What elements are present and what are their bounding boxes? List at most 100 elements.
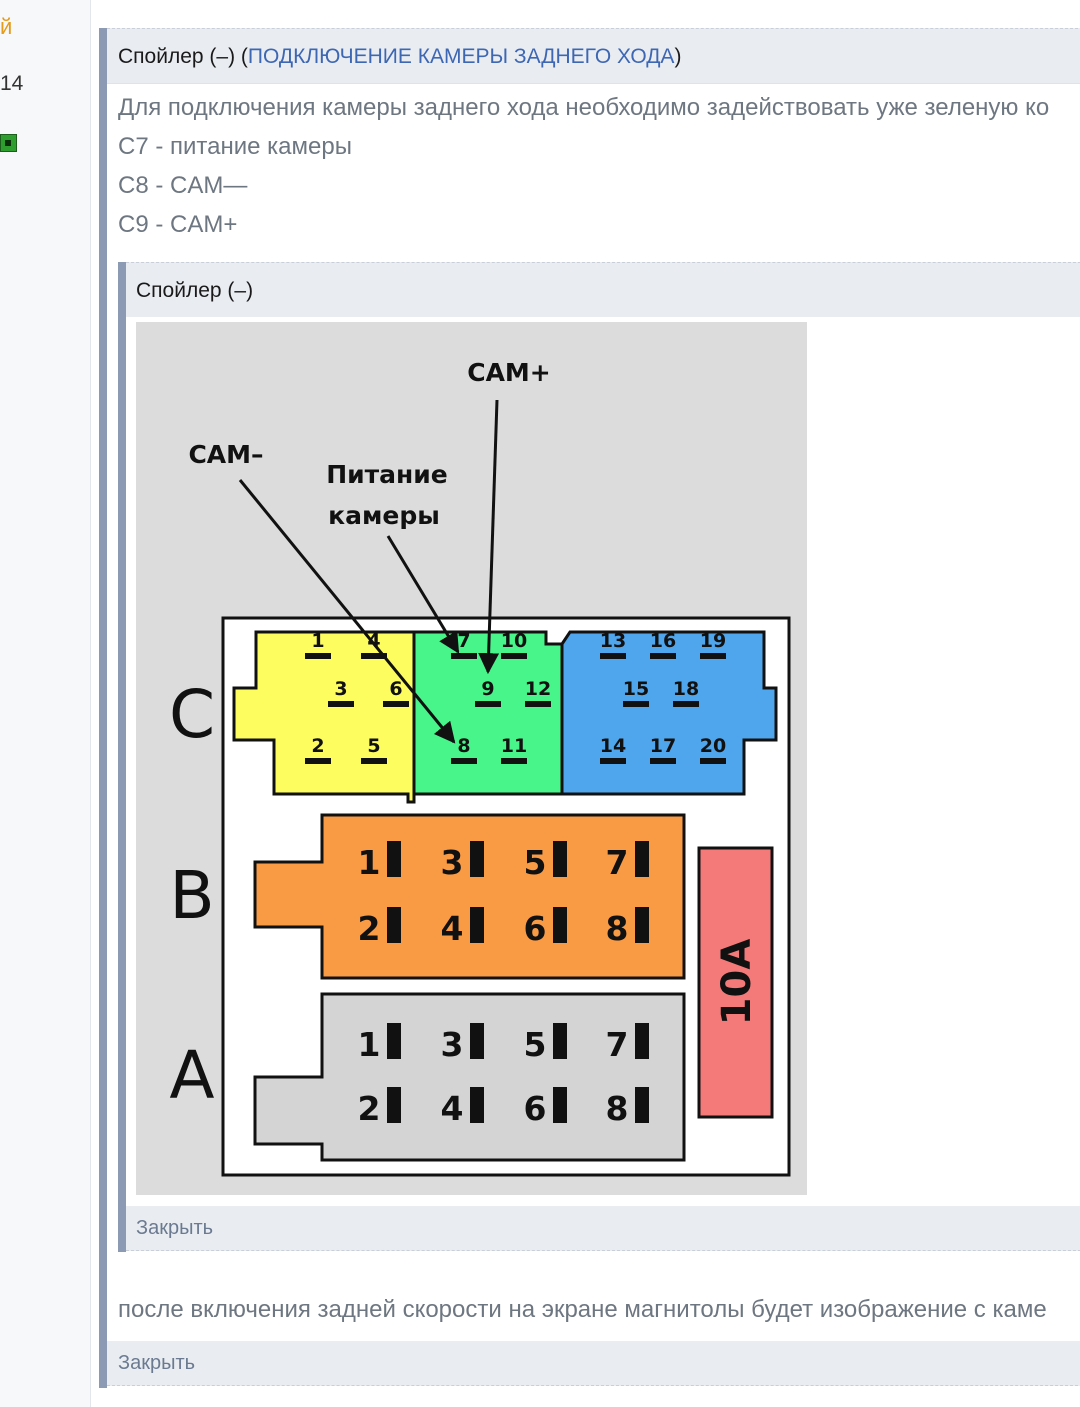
row-letter-b: B xyxy=(169,857,214,934)
a-pin-contact xyxy=(635,1087,649,1123)
c-pin-contact xyxy=(305,758,331,764)
c-pin-contact xyxy=(305,653,331,659)
c-pin-label: 18 xyxy=(673,678,699,700)
a-pin-label: 1 xyxy=(358,1025,381,1064)
sidebar-badge-icon xyxy=(0,134,17,152)
spoiler-text-line-1: Для подключения камеры заднего хода необ… xyxy=(118,94,1050,121)
c-pin-contact xyxy=(700,653,726,659)
label-cam-plus: CAM+ xyxy=(467,358,551,387)
spoiler-footer[interactable]: Закрыть xyxy=(107,1341,1080,1386)
spoiler-title-link[interactable]: ПОДКЛЮЧЕНИЕ КАМЕРЫ ЗАДНЕГО ХОДА xyxy=(247,45,675,68)
spoiler-header-prefix: Спойлер (–) ( xyxy=(118,45,248,68)
b-pin-contact xyxy=(470,841,484,877)
b-pin-contact xyxy=(635,841,649,877)
b-pin-contact xyxy=(387,907,401,943)
label-cam-minus: CAM– xyxy=(188,440,263,469)
c-pin-contact xyxy=(475,701,501,707)
b-pins-group: 1 3 5 7 2 4 6 8 xyxy=(358,841,649,948)
b-pin-contact xyxy=(470,907,484,943)
c-pin-contact xyxy=(501,758,527,764)
fuse-label: 10A xyxy=(714,939,760,1026)
c-pin-label: 20 xyxy=(700,735,726,757)
c-pin-contact xyxy=(650,653,676,659)
b-pin-label: 2 xyxy=(358,909,381,948)
c-pin-contact xyxy=(361,758,387,764)
b-pin-label: 3 xyxy=(441,843,464,882)
left-sidebar: й 14 xyxy=(0,0,91,1407)
a-pin-label: 8 xyxy=(606,1089,629,1128)
a-pin-label: 4 xyxy=(441,1089,464,1128)
c-pin-label: 5 xyxy=(367,735,380,757)
c-pin-contact xyxy=(328,701,354,707)
b-pin-label: 1 xyxy=(358,843,381,882)
spoiler-header[interactable]: Спойлер (–) (ПОДКЛЮЧЕНИЕ КАМЕРЫ ЗАДНЕГО … xyxy=(107,28,1080,84)
b-pin-label: 4 xyxy=(441,909,464,948)
c-pin-contact xyxy=(600,653,626,659)
c-pin-label: 11 xyxy=(501,735,527,757)
a-pin-contact xyxy=(635,1023,649,1059)
c-pin-contact xyxy=(451,653,477,659)
sidebar-accent-text: й xyxy=(0,14,13,39)
c-pin-label: 15 xyxy=(623,678,649,700)
a-pin-label: 6 xyxy=(524,1089,547,1128)
a-block xyxy=(253,992,686,1162)
c-pin-contact xyxy=(650,758,676,764)
c-pin-label: 3 xyxy=(334,678,347,700)
c-pin-contact xyxy=(700,758,726,764)
a-pin-label: 2 xyxy=(358,1089,381,1128)
row-letter-a: A xyxy=(169,1037,214,1114)
a-pin-label: 3 xyxy=(441,1025,464,1064)
inner-spoiler-header[interactable]: Спойлер (–) xyxy=(126,262,1080,317)
c-pin-contact xyxy=(383,701,409,707)
label-power-line-2: камеры xyxy=(328,501,440,530)
inner-spoiler-footer[interactable]: Закрыть xyxy=(126,1206,1080,1251)
a-pin-contact xyxy=(470,1087,484,1123)
outer-close-button[interactable]: Закрыть xyxy=(118,1352,196,1374)
spoiler-text-line-3: С8 - CAM— xyxy=(118,172,248,199)
spoiler-header-suffix: ) xyxy=(674,45,682,68)
inner-close-button[interactable]: Закрыть xyxy=(136,1217,214,1239)
c-pin-contact xyxy=(451,758,477,764)
c-pin-label: 16 xyxy=(650,630,676,652)
a-pin-contact xyxy=(553,1087,567,1123)
c-pin-label: 19 xyxy=(700,630,726,652)
row-letter-c: C xyxy=(169,676,215,753)
b-pin-label: 7 xyxy=(606,843,629,882)
a-pin-label: 7 xyxy=(606,1025,629,1064)
spoiler-text-line-2: С7 - питание камеры xyxy=(118,133,352,160)
b-pin-contact xyxy=(387,841,401,877)
c-pin-label: 9 xyxy=(481,678,494,700)
fuse-10a xyxy=(697,846,774,1119)
a-pin-contact xyxy=(387,1023,401,1059)
c-pin-contact xyxy=(525,701,551,707)
c-pin-label: 13 xyxy=(600,630,626,652)
b-pin-label: 8 xyxy=(606,909,629,948)
b-pin-contact xyxy=(635,907,649,943)
arrow-cam-minus xyxy=(238,479,456,744)
c-pin-contact xyxy=(673,701,699,707)
c-pin-label: 14 xyxy=(600,735,626,757)
c-pin-label: 6 xyxy=(389,678,402,700)
c-pin-contact xyxy=(501,653,527,659)
spoiler-text-line-4: С9 - CAM+ xyxy=(118,211,238,238)
c-pin-label: 1 xyxy=(311,630,324,652)
arrow-power xyxy=(386,535,460,654)
c-block-blue xyxy=(560,630,778,796)
c-pin-contact xyxy=(361,653,387,659)
spoiler-after-text: после включения задней скорости на экран… xyxy=(118,1296,1047,1323)
b-pin-label: 5 xyxy=(524,843,547,882)
b-pin-label: 6 xyxy=(524,909,547,948)
b-block xyxy=(253,813,686,980)
spoiler-outer: Спойлер (–) (ПОДКЛЮЧЕНИЕ КАМЕРЫ ЗАДНЕГО … xyxy=(99,28,1080,1388)
c-pin-contact xyxy=(600,758,626,764)
b-pin-contact xyxy=(553,907,567,943)
spoiler-header-text: Спойлер (–) (ПОДКЛЮЧЕНИЕ КАМЕРЫ ЗАДНЕГО … xyxy=(118,45,681,69)
b-pin-contact xyxy=(553,841,567,877)
c-pin-label: 17 xyxy=(650,735,676,757)
inner-spoiler-header-text: Спойлер (–) xyxy=(136,279,254,302)
sidebar-count: 14 xyxy=(0,72,24,95)
label-power-line-1: Питание xyxy=(326,460,448,489)
a-pin-contact xyxy=(470,1023,484,1059)
